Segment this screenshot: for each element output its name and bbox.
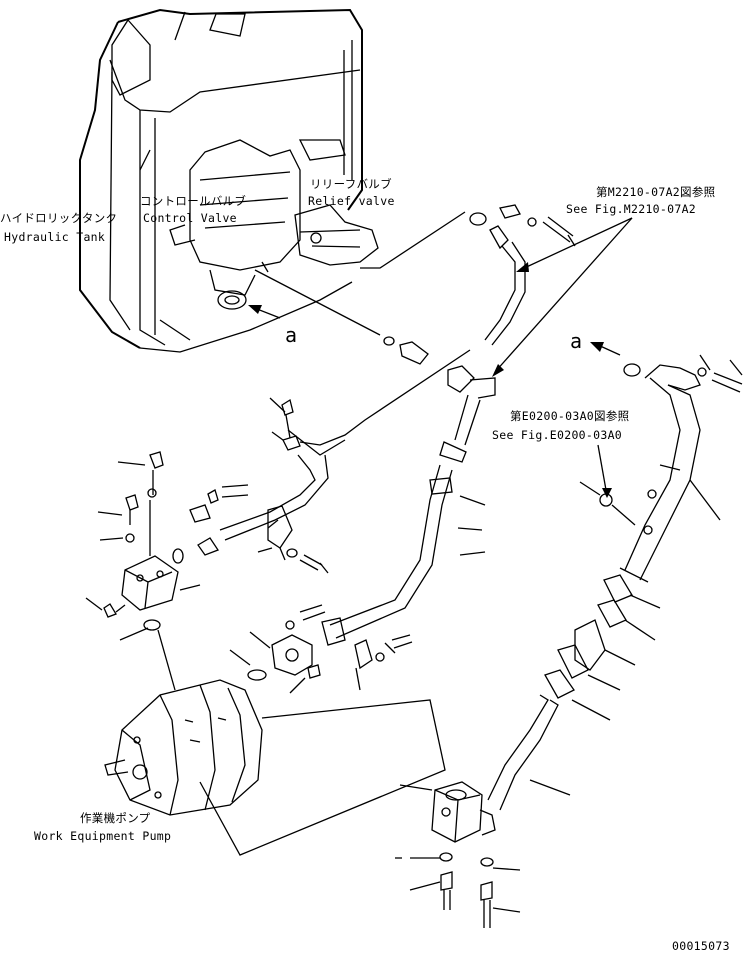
fitting-chain bbox=[383, 336, 496, 463]
drawing-number: 00015073 bbox=[672, 939, 730, 953]
ref1-leader-a bbox=[519, 217, 633, 271]
suction-pipe bbox=[431, 363, 743, 928]
relief-valve-label-jp: リリーフバルブ bbox=[310, 177, 392, 191]
relief-valve bbox=[294, 204, 379, 266]
valve-to-fitting-line bbox=[254, 269, 381, 336]
hydraulic-tank-label-jp: ハイドロリックタンク bbox=[0, 211, 117, 225]
control-valve bbox=[169, 139, 301, 310]
control-valve-label-jp: コントロールバルブ bbox=[140, 194, 246, 208]
relief-valve-label-en: Relief valve bbox=[308, 194, 395, 208]
middle-hose bbox=[321, 464, 453, 646]
ref-e0200-label-en: See Fig.E0200-03A0 bbox=[492, 428, 622, 442]
left-block bbox=[103, 451, 184, 618]
ref-m2210-label-en: See Fig.M2210-07A2 bbox=[566, 202, 696, 216]
hydraulic-tank bbox=[79, 8, 363, 353]
ref2-leader bbox=[597, 444, 607, 491]
ref-e0200-label-jp: 第E0200-03A0図参照 bbox=[510, 409, 629, 423]
marker-a-right-arrow-icon bbox=[590, 342, 604, 352]
upper-hose bbox=[469, 204, 576, 346]
marker-a-arrow-icon bbox=[248, 305, 262, 314]
callout-leaders bbox=[85, 354, 743, 913]
sensor-part bbox=[579, 481, 657, 535]
ref1-leader-b bbox=[494, 217, 633, 373]
hydraulic-tank-label-en: Hydraulic Tank bbox=[4, 230, 105, 244]
marker-a-label: a bbox=[285, 323, 297, 347]
pump-label-en: Work Equipment Pump bbox=[34, 829, 171, 843]
control-valve-label-en: Control Valve bbox=[143, 211, 237, 225]
marker-a-right-label: a bbox=[570, 329, 582, 353]
pump-suction-link bbox=[199, 699, 446, 856]
work-equipment-pump bbox=[104, 604, 326, 816]
ref-m2210-label-jp: 第M2210-07A2図参照 bbox=[596, 185, 715, 199]
pump-label-jp: 作業機ポンプ bbox=[80, 811, 151, 825]
small-fittings bbox=[354, 634, 413, 670]
tank-to-hose-line bbox=[360, 211, 466, 269]
clamp-assembly bbox=[189, 349, 471, 574]
